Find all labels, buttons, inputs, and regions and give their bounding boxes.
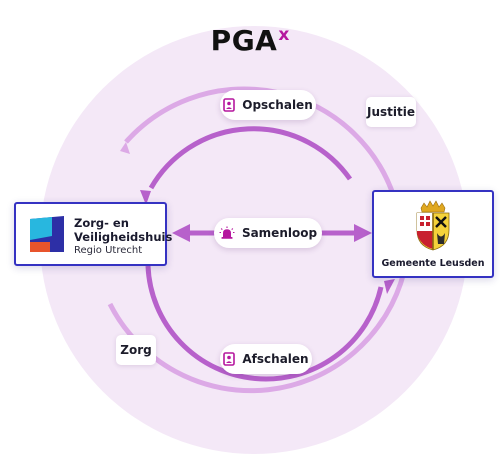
person-document-icon [223, 352, 236, 366]
zvh-name-line1: Zorg- en [74, 216, 129, 230]
inner-ring-arrowhead-bottom [384, 279, 395, 294]
coat-of-arms-icon [415, 200, 451, 252]
zorg-label: Zorg [120, 343, 152, 357]
zorg-veiligheidshuis-card: Zorg- en Veiligheidshuis Regio Utrecht [14, 202, 172, 266]
zvh-title: Zorg- en Veiligheidshuis [74, 216, 174, 244]
gemeente-leusden-name: Gemeente Leusden [381, 258, 485, 269]
outer-ring-arrowhead-top [120, 142, 130, 154]
inner-ring-arrowhead-top [140, 190, 151, 205]
zorg-tag: Zorg [116, 335, 156, 365]
justitie-label: Justitie [367, 105, 415, 119]
afschalen-pill: Afschalen [220, 344, 312, 374]
justitie-tag: Justitie [366, 97, 416, 127]
brand-superscript: x [278, 24, 290, 45]
brand-name: PGA [210, 24, 278, 57]
afschalen-label: Afschalen [242, 352, 309, 366]
inner-ring-top-arc [148, 126, 353, 190]
inner-ring-bottom-arc [145, 265, 384, 382]
zvh-logo-icon [28, 214, 66, 254]
samenloop-label: Samenloop [241, 226, 318, 240]
zvh-region: Regio Utrecht [74, 245, 143, 256]
samenloop-arrowhead-right [354, 224, 372, 242]
person-document-icon [223, 98, 236, 112]
opschalen-pill: Opschalen [220, 90, 316, 120]
inner-ring [145, 126, 384, 382]
alarm-bell-icon [219, 226, 235, 240]
gemeente-leusden-card: Gemeente Leusden [372, 190, 494, 278]
samenloop-arrowhead-left [172, 224, 190, 242]
zvh-name-line2: Veiligheidshuis [74, 230, 173, 244]
samenloop-pill: Samenloop [214, 218, 322, 248]
opschalen-label: Opschalen [242, 98, 313, 112]
brand-logo: PGAx [0, 24, 500, 58]
